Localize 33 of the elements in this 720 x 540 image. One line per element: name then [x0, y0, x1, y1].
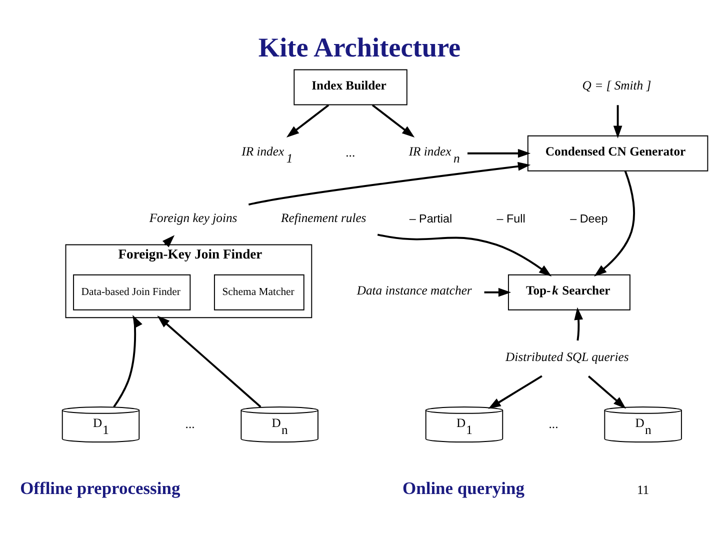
node-box: Index Builder	[294, 69, 408, 106]
node-text: Data instance matcher	[356, 284, 472, 298]
arrow	[157, 316, 262, 408]
node-box: Data-based Join Finder	[73, 274, 191, 310]
arrow	[488, 375, 542, 409]
label: Offline preprocessing	[20, 478, 180, 498]
label: ...	[548, 416, 558, 431]
arrow	[484, 288, 512, 297]
label: Online querying	[402, 478, 524, 498]
arrow	[377, 234, 552, 276]
arrow	[467, 148, 531, 158]
label: – Partial	[409, 212, 452, 226]
node-text: Q = [ Smith ]	[582, 78, 652, 93]
arrow	[286, 104, 330, 138]
arrow	[588, 376, 626, 409]
arrow	[113, 315, 142, 408]
label: ...	[346, 146, 356, 160]
node-box: Condensed CN Generator	[527, 135, 708, 172]
arrow	[574, 307, 583, 341]
diagram-title: Kite Architecture	[258, 32, 461, 63]
arrow	[372, 104, 415, 138]
label: ...	[185, 416, 195, 431]
label: – Full	[496, 212, 526, 226]
node-text: Refinement rules	[281, 210, 366, 225]
node-text: Distributed SQL queries	[506, 350, 629, 364]
label: 11	[636, 482, 650, 497]
arrow	[248, 162, 531, 206]
label: – Deep	[570, 212, 608, 226]
arrow	[594, 170, 635, 277]
node-box: Schema Matcher	[214, 274, 304, 310]
node-box: Top-k Searcher	[508, 274, 630, 310]
arrow	[613, 105, 622, 138]
node-text: Foreign key joins	[149, 210, 238, 225]
